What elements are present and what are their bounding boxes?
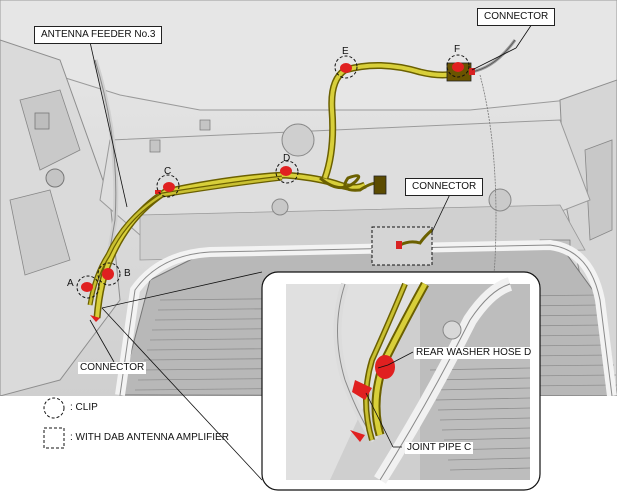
legend-clip-text: : CLIP [70, 402, 98, 413]
clip-label-b: B [124, 268, 131, 279]
label-joint-pipe: JOINT PIPE C [405, 442, 474, 454]
label-rear-washer-hose: REAR WASHER HOSE D [414, 347, 534, 359]
legend-dab-text: : WITH DAB ANTENNA AMPLIFIER [70, 432, 229, 443]
label-antenna-feeder: ANTENNA FEEDER No.3 [34, 26, 163, 44]
legend-dab-icon [43, 427, 65, 449]
clip-markers [76, 54, 470, 299]
leader-lines [89, 20, 535, 481]
clip-label-f: F [454, 44, 461, 55]
label-connector-middle: CONNECTOR [405, 178, 484, 196]
clip-label-e: E [342, 46, 349, 57]
label-connector-top: CONNECTOR [477, 8, 556, 26]
detail-inset [261, 271, 541, 491]
legend-clip-icon [43, 397, 65, 419]
clip-label-a: A [67, 278, 74, 289]
clip-label-c: C [164, 166, 172, 177]
antenna-feeder-harness [81, 39, 517, 322]
label-connector-bottom: CONNECTOR [78, 362, 147, 374]
clip-label-d: D [283, 153, 291, 164]
